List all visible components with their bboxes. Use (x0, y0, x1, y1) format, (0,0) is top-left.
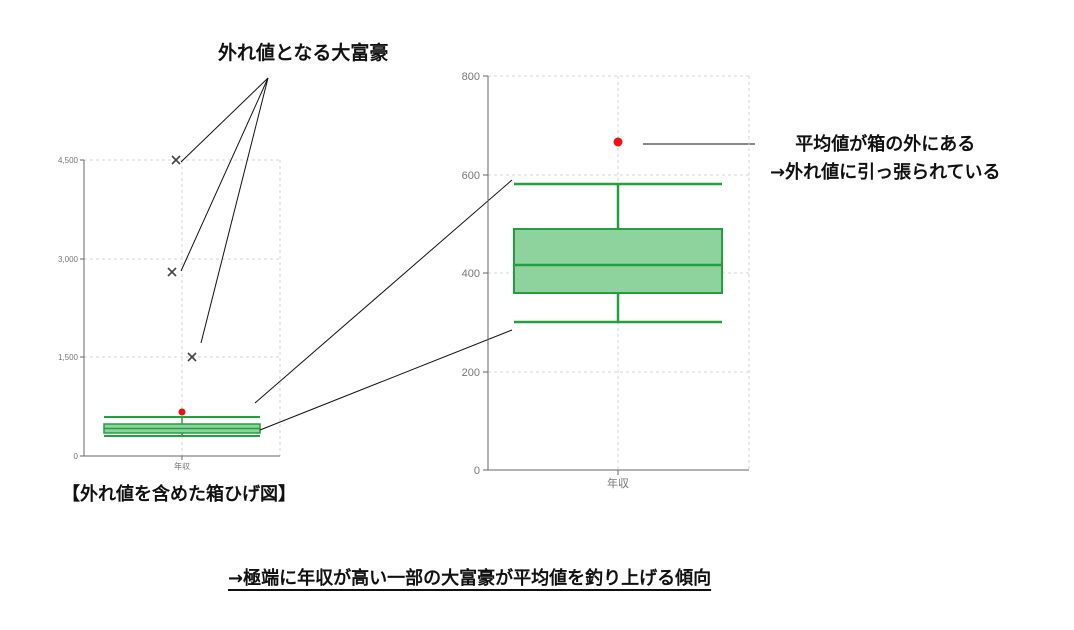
outlier-x-icon (187, 352, 197, 362)
svg-text:400: 400 (462, 268, 480, 280)
conclusion-text: →極端に年収が高い一部の大富豪が平均値を釣り上げる傾向 (228, 568, 712, 589)
annotation-lines (180, 77, 755, 431)
right-y-ticks: 800 600 400 200 0 (462, 71, 480, 477)
right-boxplot: 800 600 400 200 0 年収 (462, 71, 750, 490)
outlier-markers (167, 155, 197, 362)
right-mean-dot (613, 137, 623, 147)
outlier-x-icon (167, 267, 177, 277)
mean-annotation-line1: 平均値が箱の外にある (795, 134, 976, 155)
outliers-annotation: 外れ値となる大富豪 (218, 42, 389, 64)
mean-annotation: 平均値が箱の外にある →外れ値に引っ張られている (770, 131, 1001, 187)
left-y-ticks: 4,500 3,000 1,500 0 (58, 156, 79, 461)
left-x-label: 年収 (174, 461, 190, 471)
svg-text:4,500: 4,500 (58, 156, 79, 165)
left-axes (80, 159, 280, 460)
outlier-x-icon (171, 155, 181, 165)
left-boxplot: 4,500 3,000 1,500 0 年収 (58, 155, 281, 471)
svg-text:0: 0 (474, 465, 480, 477)
svg-text:0: 0 (74, 452, 79, 461)
left-mean-dot (178, 408, 186, 416)
right-x-label: 年収 (607, 476, 629, 490)
svg-text:200: 200 (462, 367, 480, 379)
mean-annotation-line2: →外れ値に引っ張られている (770, 162, 1001, 183)
svg-text:600: 600 (462, 170, 480, 182)
right-box (513, 182, 723, 324)
left-chart-caption: 【外れ値を含めた箱ひげ図】 (62, 484, 296, 505)
svg-text:3,000: 3,000 (58, 255, 79, 264)
left-box (103, 416, 261, 437)
right-axes (483, 75, 749, 475)
svg-text:800: 800 (462, 71, 480, 83)
svg-text:1,500: 1,500 (58, 353, 79, 362)
